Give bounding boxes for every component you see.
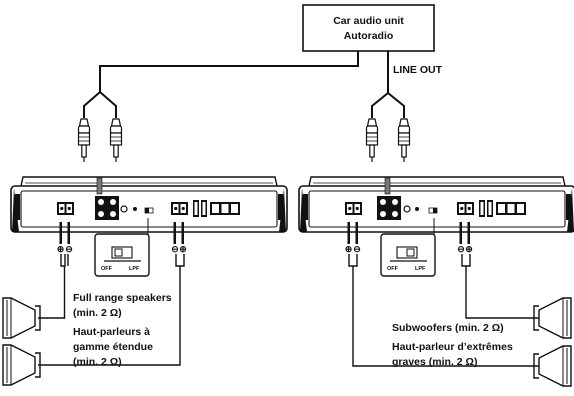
rca-input-jacks xyxy=(95,196,119,220)
amplifier-left xyxy=(10,176,288,233)
led-icon xyxy=(415,207,419,211)
label-line: Haut-parleurs à xyxy=(73,326,150,338)
lpf-switch-small xyxy=(144,207,154,214)
car-audio-unit-label-fr: Autoradio xyxy=(344,30,394,42)
minus-terminal-icon: ⊖ xyxy=(65,244,73,254)
switch-off-label: OFF xyxy=(387,266,399,272)
plus-terminal-icon: ⊕ xyxy=(57,244,65,254)
rca-plug-icon xyxy=(109,118,123,163)
amplifier-right xyxy=(298,176,574,233)
speaker-icon xyxy=(2,297,41,339)
lpf-switch-callout-left: OFF LPF xyxy=(94,218,150,277)
label-line: (min. 2 Ω) xyxy=(73,356,122,368)
plus-terminal-icon: ⊕ xyxy=(465,244,473,254)
subwoofers-label: Subwoofers (min. 2 Ω) Haut-parleur d’ext… xyxy=(392,322,513,368)
led-icon xyxy=(133,207,137,211)
minus-terminal-icon: ⊖ xyxy=(171,244,179,254)
speaker-terminal-icon xyxy=(457,202,474,215)
full-range-speakers-label: Full range speakers (min. 2 Ω) Haut-parl… xyxy=(73,292,172,368)
speaker-terminal-icon xyxy=(57,202,74,215)
switch-lpf-label: LPF xyxy=(415,266,426,272)
rca-plug-icon xyxy=(397,118,411,163)
label-line: gamme étendue xyxy=(73,341,153,353)
label-line: (min. 2 Ω) xyxy=(73,307,122,319)
rca-plug-icon xyxy=(365,118,379,163)
gain-knob-icon xyxy=(120,205,128,213)
label-line: graves (min. 2 Ω) xyxy=(392,356,477,368)
label-line: Subwoofers (min. 2 Ω) xyxy=(392,322,504,334)
speaker-terminal-icon xyxy=(345,202,362,215)
plus-terminal-icon: ⊕ xyxy=(345,244,353,254)
rca-cable-left xyxy=(77,51,359,163)
label-line: Full range speakers xyxy=(73,292,172,304)
plus-terminal-icon: ⊕ xyxy=(179,244,187,254)
speaker-wiring-left: ⊕ ⊖ ⊖ ⊕ xyxy=(38,222,187,366)
rca-cable-right xyxy=(365,51,411,163)
speaker-terminal-icon xyxy=(171,202,188,215)
switch-off-label: OFF xyxy=(101,266,113,272)
lpf-switch-callout-right: OFF LPF xyxy=(380,218,436,277)
line-out-label: LINE OUT xyxy=(393,64,443,76)
car-audio-unit-label: Car audio unit xyxy=(333,15,404,27)
minus-terminal-icon: ⊖ xyxy=(457,244,465,254)
label-line: Haut-parleur d’extrêmes xyxy=(392,341,513,353)
rca-plug-icon xyxy=(77,118,91,163)
gain-knob-icon xyxy=(403,205,411,213)
minus-terminal-icon: ⊖ xyxy=(353,244,361,254)
rca-input-jacks xyxy=(377,196,401,220)
lpf-switch-small xyxy=(428,207,438,214)
subwoofer-icon xyxy=(533,345,572,387)
power-terminal-block xyxy=(193,200,240,217)
speaker-icon xyxy=(2,344,41,386)
switch-lpf-label: LPF xyxy=(129,266,140,272)
subwoofer-icon xyxy=(533,297,572,339)
power-terminal-block xyxy=(479,200,526,217)
speaker-wiring-right: ⊕ ⊖ ⊖ ⊕ xyxy=(345,222,540,367)
rca-input-connection xyxy=(96,177,103,195)
car-audio-unit: Car audio unit Autoradio xyxy=(302,4,435,52)
rca-input-connection xyxy=(384,177,391,195)
